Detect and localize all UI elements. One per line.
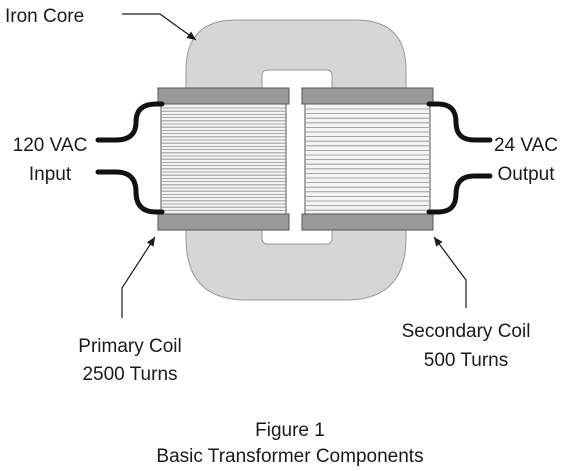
output-label: Output <box>497 164 555 185</box>
primary-top-flange <box>157 87 290 105</box>
secondary-top-flange <box>301 87 434 105</box>
output-voltage-label: 24 VAC <box>494 135 558 156</box>
secondary-turns-label: 500 Turns <box>424 350 509 371</box>
primary-coil-label: Primary Coil <box>78 336 181 357</box>
primary-bottom-flange <box>157 213 290 231</box>
secondary-winding <box>304 103 431 215</box>
input-label: Input <box>29 164 72 185</box>
secondary-coil-callout-arrow <box>433 236 467 308</box>
secondary-coil <box>301 87 434 231</box>
primary-coil <box>157 87 290 231</box>
figure-title: Basic Transformer Components <box>156 446 423 467</box>
primary-input-lead-top <box>95 101 165 143</box>
primary-input-lead-bottom <box>95 169 165 215</box>
primary-winding-lines <box>162 107 285 211</box>
figure-number: Figure 1 <box>255 420 325 441</box>
primary-turns-label: 2500 Turns <box>82 364 177 385</box>
secondary-coil-label: Secondary Coil <box>402 321 531 342</box>
secondary-output-lead-top <box>426 101 493 143</box>
secondary-winding-lines <box>306 108 429 211</box>
iron-core-label: Iron Core <box>5 6 84 27</box>
input-voltage-label: 120 VAC <box>13 135 88 156</box>
secondary-bottom-flange <box>301 213 434 231</box>
secondary-output-lead-bottom <box>426 173 493 215</box>
primary-coil-callout-arrow <box>121 236 156 318</box>
iron-core-callout-arrow <box>122 13 197 41</box>
